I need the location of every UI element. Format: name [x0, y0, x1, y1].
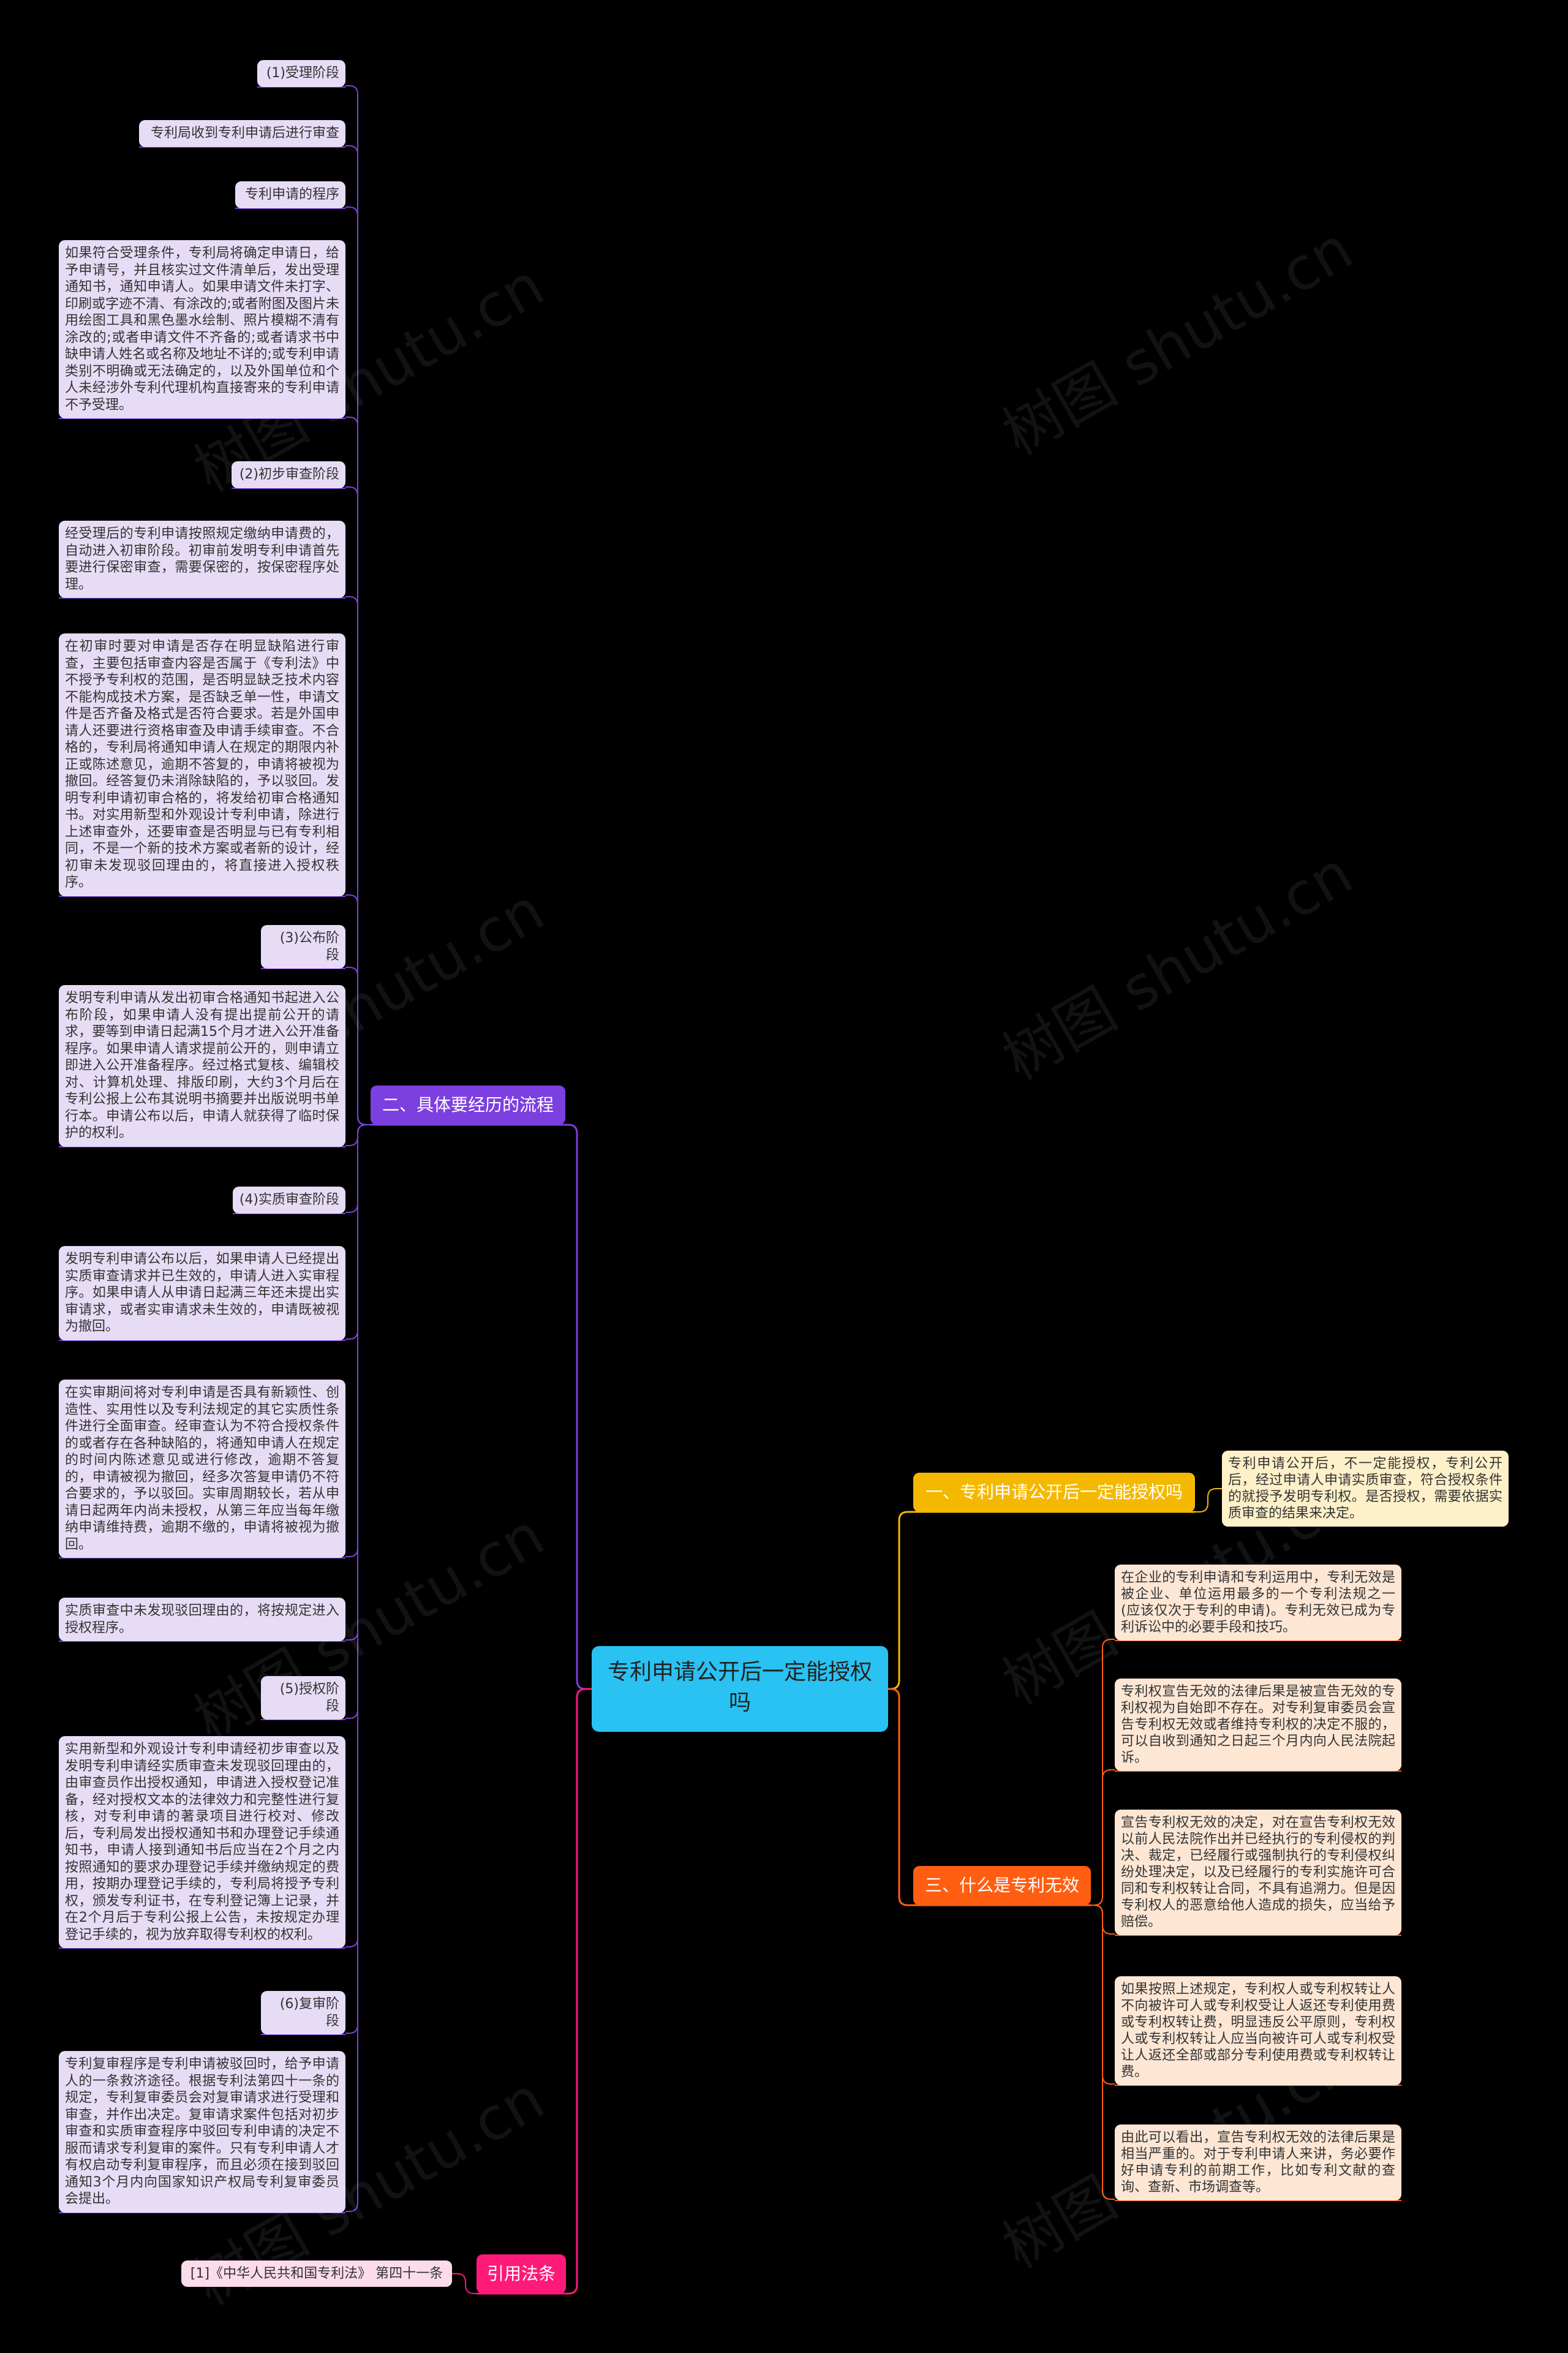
process-item[interactable]: (5)授权阶段: [261, 1676, 345, 1720]
q3-item[interactable]: 如果按照上述规定，专利权人或专利权转让人不向被许可人或专利权受让人返还专利使用费…: [1115, 1976, 1401, 2085]
link-process-item: [345, 967, 371, 1125]
link-q3-item: [1091, 1769, 1115, 1906]
link-q3-item: [1091, 1905, 1115, 2200]
process-item[interactable]: 专利申请的程序: [235, 181, 345, 208]
branch-process[interactable]: 二、具体要经历的流程: [371, 1086, 565, 1125]
process-item[interactable]: 发明专利申请从发出初审合格通知书起进入公布阶段，如果申请人没有提出提前公开的请求…: [59, 985, 345, 1147]
q3-item[interactable]: 由此可以看出，宣告专利权无效的法律后果是相当严重的。对于专利申请人来讲，务必要作…: [1115, 2124, 1401, 2200]
process-item[interactable]: 专利复审程序是专利申请被驳回时，给予申请人的一条救济途径。根据专利法第四十一条的…: [59, 2051, 345, 2213]
process-item[interactable]: 专利局收到专利申请后进行审查: [139, 120, 345, 147]
process-item[interactable]: 发明专利申请公布以后，如果申请人已经提出实质审查请求并已生效的，申请人进入实审程…: [59, 1246, 345, 1340]
q3-item[interactable]: 在企业的专利申请和专利运用中，专利无效是被企业、单位运用最多的一个专利法规之一(…: [1115, 1565, 1401, 1641]
q1-item[interactable]: 专利申请公开后，不一定能授权，专利公开后，经过申请人申请实质审查，符合授权条件的…: [1222, 1451, 1509, 1527]
law-item[interactable]: [1]《中华人民共和国专利法》 第四十一条: [181, 2260, 452, 2287]
process-item[interactable]: (3)公布阶段: [261, 925, 345, 969]
process-item[interactable]: (4)实质审查阶段: [233, 1187, 345, 1214]
link-root-q1: [888, 1511, 913, 1690]
q3-item[interactable]: 宣告专利权无效的决定，对在宣告专利权无效以前人民法院作出并已经执行的专利侵权的判…: [1115, 1810, 1401, 1935]
process-item[interactable]: 实质审查中未发现驳回理由的，将按规定进入授权程序。: [59, 1598, 345, 1641]
link-root-q3: [888, 1688, 913, 1906]
branch-q1[interactable]: 一、专利申请公开后一定能授权吗: [913, 1473, 1195, 1512]
link-process-item: [345, 1124, 371, 2212]
process-item[interactable]: 在初审时要对申请是否存在明显缺陷进行审查，主要包括审查内容是否属于《专利法》中不…: [59, 633, 345, 896]
process-item[interactable]: (1)受理阶段: [257, 60, 345, 87]
link-q1-item: [1195, 1488, 1222, 1513]
branch-q3[interactable]: 三、什么是专利无效: [913, 1866, 1091, 1905]
process-item[interactable]: 经受理后的专利申请按照规定缴纳申请费的，自动进入初审阶段。初审前发明专利申请首先…: [59, 521, 345, 598]
process-item[interactable]: 实用新型和外观设计专利申请经初步审查以及发明专利申请经实质审查未发现驳回理由的，…: [59, 1736, 345, 1948]
link-root-process: [565, 1124, 592, 1690]
branch-law[interactable]: 引用法条: [477, 2254, 566, 2294]
root-topic[interactable]: 专利申请公开后一定能授权吗: [592, 1646, 888, 1732]
process-item[interactable]: (2)初步审查阶段: [232, 461, 345, 488]
link-root-law: [566, 1688, 592, 2295]
process-item[interactable]: 在实审期间将对专利申请是否具有新颖性、创造性、实用性以及专利法规定的其它实质性条…: [59, 1380, 345, 1558]
q3-item[interactable]: 专利权宣告无效的法律后果是被宣告无效的专利权视为自始即不存在。对专利复审委员会宣…: [1115, 1679, 1401, 1771]
process-item[interactable]: (6)复审阶段: [261, 1991, 345, 2034]
process-item[interactable]: 如果符合受理条件，专利局将确定申请日，给予申请号，并且核实过文件清单后，发出受理…: [59, 240, 345, 418]
link-law-item: [452, 2273, 477, 2294]
